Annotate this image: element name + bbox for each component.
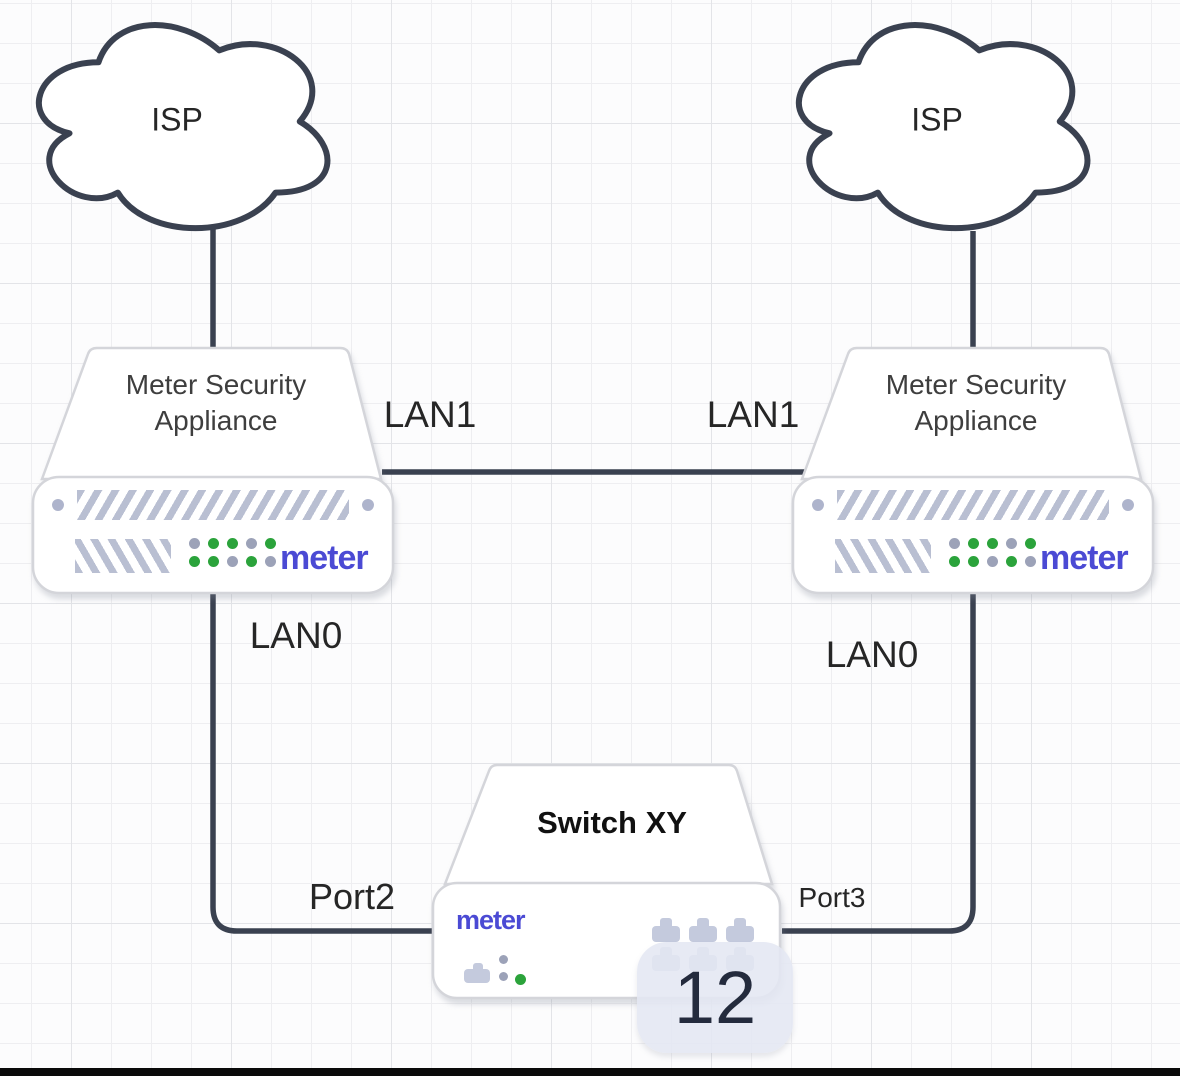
led-green-icon [515,974,526,985]
status-led-row [189,556,276,567]
isp-label-right[interactable]: ISP [911,101,963,138]
port-count-value: 12 [673,956,757,1039]
status-led-row [949,556,1036,567]
bottom-bar [0,1068,1180,1076]
led-gray-icon [189,538,200,549]
status-led-grid [949,538,1036,567]
screw-dot [1122,499,1134,511]
led-gray-icon [265,556,276,567]
status-led-row [189,538,276,549]
led-green-icon [246,556,257,567]
led-green-icon [949,556,960,567]
vent-hatch-icon [75,539,171,573]
switch-title[interactable]: Switch XY [537,805,687,840]
led-green-icon [265,538,276,549]
led-green-icon [1025,538,1036,549]
vent-hatch-icon [837,490,1109,520]
screw-dot [362,499,374,511]
vent-hatch-icon [835,539,931,573]
led-green-icon [208,556,219,567]
led-gray-icon [499,972,508,981]
edge-label-lan0-left[interactable]: LAN0 [249,615,343,656]
edge-label-port2[interactable]: Port2 [308,876,396,917]
led-green-icon [208,538,219,549]
isp-label-left[interactable]: ISP [151,101,203,138]
connector-lan0-port3[interactable] [782,590,976,934]
led-gray-icon [1006,538,1017,549]
edge-label-lan1-left[interactable]: LAN1 [383,394,477,435]
led-gray-icon [987,556,998,567]
appliance-right-title[interactable]: Meter Security Appliance [885,369,1067,436]
port-icon [689,918,717,942]
led-green-icon [1006,556,1017,567]
edge-label-lan0-right[interactable]: LAN0 [825,634,919,675]
port-count-badge: 12 [637,942,793,1053]
meter-wordmark: meter [1040,539,1129,577]
led-green-icon [968,538,979,549]
vent-hatch-icon [77,490,349,520]
screw-dot [812,499,824,511]
led-gray-icon [227,556,238,567]
port-icon [726,918,754,942]
led-green-icon [227,538,238,549]
screw-dot [52,499,64,511]
edge-label-port3[interactable]: Port3 [798,882,866,913]
led-gray-icon [949,538,960,549]
meter-wordmark: meter [456,905,526,935]
led-green-icon [968,556,979,567]
port-icon [464,963,492,983]
led-gray-icon [1025,556,1036,567]
status-led-row [949,538,1036,549]
edge-label-lan1-right[interactable]: LAN1 [706,394,800,435]
led-gray-icon [499,955,508,964]
led-gray-icon [246,538,257,549]
cloud-isp-left[interactable] [39,25,328,228]
port-icon [652,918,680,942]
cloud-isp-right[interactable] [799,25,1088,228]
appliance-left-title[interactable]: Meter Security Appliance [125,369,307,436]
meter-wordmark: meter [280,539,369,577]
connector-lan0-port2[interactable] [210,590,442,934]
status-led-grid [189,538,276,567]
led-green-icon [189,556,200,567]
led-green-icon [987,538,998,549]
